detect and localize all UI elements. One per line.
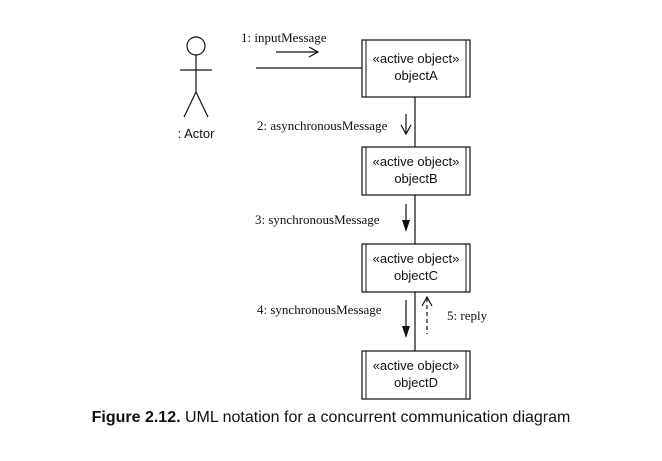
actor-label: : Actor [178,126,216,141]
actor-figure [180,36,212,118]
object-box-b: «active object» objectB [361,146,471,196]
message-1-arrow [276,46,320,58]
message-3-label: 3: synchronousMessage [255,212,380,227]
object-a-name: objectA [394,68,438,83]
message-1-label: 1: inputMessage [241,30,327,45]
object-d-name: objectD [394,375,438,390]
message-5-arrow [421,295,433,334]
message-2-label: 2: asynchronousMessage [257,118,388,133]
object-box-d: «active object» objectD [361,350,471,400]
object-a-stereotype: «active object» [373,51,460,66]
object-d-stereotype: «active object» [373,358,460,373]
message-5-label: 5: reply [447,308,488,323]
figure-caption-text: UML notation for a concurrent communicat… [180,409,571,426]
object-b-stereotype: «active object» [373,154,460,169]
figure-label: Figure 2.12. [91,409,181,426]
message-4-arrow [402,300,410,338]
message-3-arrow [402,204,410,232]
message-2-arrow [400,114,412,136]
object-b-name: objectB [394,171,437,186]
object-c-name: objectC [394,268,438,283]
figure-caption: Figure 2.12. UML notation for a concurre… [0,409,662,427]
message-4-label: 4: synchronousMessage [257,302,382,317]
object-box-c: «active object» objectC [361,243,471,293]
object-box-a: «active object» objectA [361,39,471,98]
object-c-stereotype: «active object» [373,251,460,266]
